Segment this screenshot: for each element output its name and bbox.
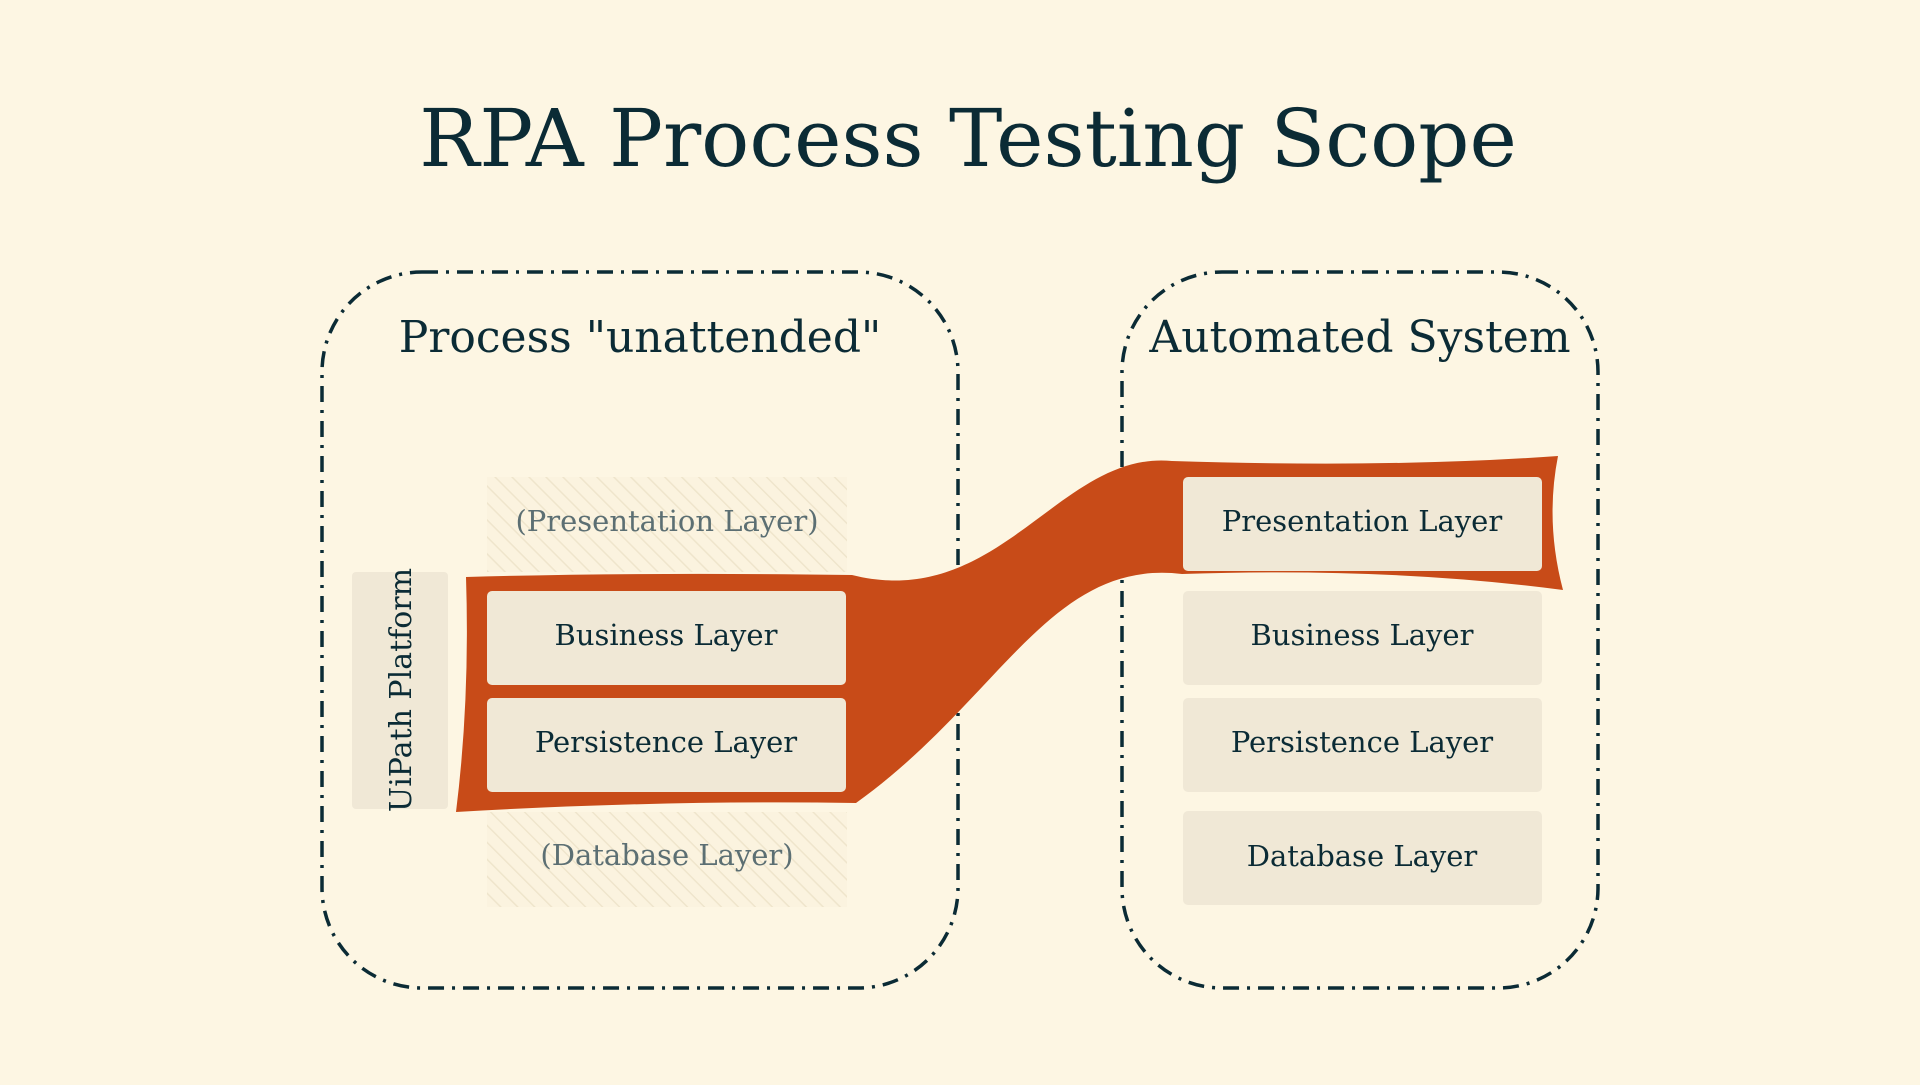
ghost-database-label: (Database Layer) [540,838,793,872]
diagram-title: RPA Process Testing Scope [419,92,1517,185]
right-database-layer-label: Database Layer [1247,839,1478,873]
right-persistence-layer [1183,698,1542,792]
ghost-presentation-label: (Presentation Layer) [515,504,818,538]
ghost-database-layer [487,812,847,907]
ghost-presentation-layer [487,477,847,572]
uipath-platform-tab [352,572,448,809]
process-group-label: Process "unattended" [399,312,881,363]
system-group-label: Automated System [1148,312,1570,363]
left-business-layer [487,591,846,685]
left-business-layer-label: Business Layer [555,618,778,652]
uipath-platform-label: UiPath Platform [384,568,419,812]
right-business-layer-label: Business Layer [1251,618,1474,652]
system-group-boundary [1120,270,1600,990]
right-presentation-layer-label: Presentation Layer [1222,504,1503,538]
left-persistence-layer-label: Persistence Layer [535,725,797,759]
left-persistence-layer [487,698,846,792]
right-database-layer [1183,811,1542,905]
right-presentation-layer [1183,477,1542,571]
right-business-layer [1183,591,1542,685]
right-persistence-layer-label: Persistence Layer [1231,725,1493,759]
